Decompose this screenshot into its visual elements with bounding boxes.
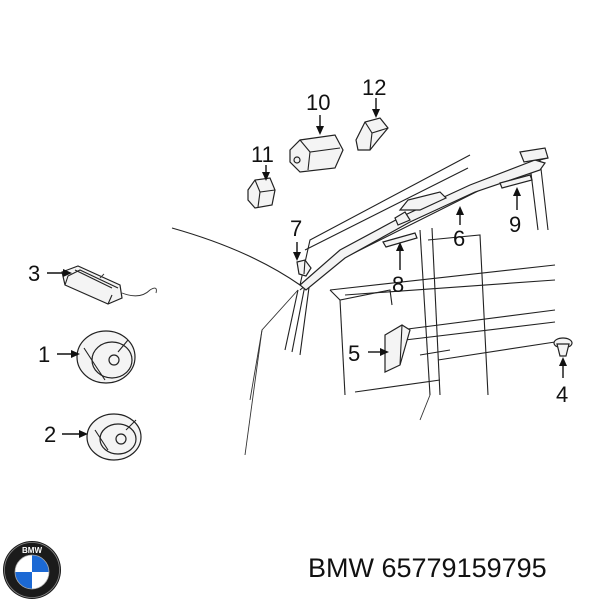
part-number-caption: BMW 65779159795 <box>308 553 547 583</box>
bmw-logo-letters: BMW <box>22 546 42 555</box>
passenger-airbag-part <box>61 265 157 305</box>
side-airbag-part <box>384 324 411 373</box>
callout-6: 6 <box>453 226 465 251</box>
bmw-logo-icon: BMW <box>3 541 61 599</box>
sensor-part <box>247 177 276 209</box>
callout-2: 2 <box>44 422 56 447</box>
callout-1: 1 <box>38 342 50 367</box>
callout-labels: 1 2 3 4 5 6 7 8 9 10 11 12 <box>28 75 568 447</box>
curtain-airbag-part <box>299 147 549 291</box>
callout-5: 5 <box>348 341 360 366</box>
screw-part <box>553 337 573 357</box>
clip-part-7 <box>296 259 312 277</box>
steering-airbag-2-part <box>86 413 142 461</box>
steering-airbag-1-part <box>76 330 136 384</box>
callout-7: 7 <box>290 216 302 241</box>
bracket-part <box>355 117 389 151</box>
callout-11: 11 <box>251 142 274 167</box>
vehicle-outline <box>171 154 556 456</box>
callout-12: 12 <box>362 75 386 100</box>
callout-4: 4 <box>556 382 568 407</box>
control-unit-part <box>289 134 344 173</box>
callout-8: 8 <box>392 272 404 297</box>
leader-arrows <box>47 98 567 438</box>
callout-10: 10 <box>306 90 330 115</box>
callout-9: 9 <box>509 212 521 237</box>
callout-3: 3 <box>28 261 40 286</box>
